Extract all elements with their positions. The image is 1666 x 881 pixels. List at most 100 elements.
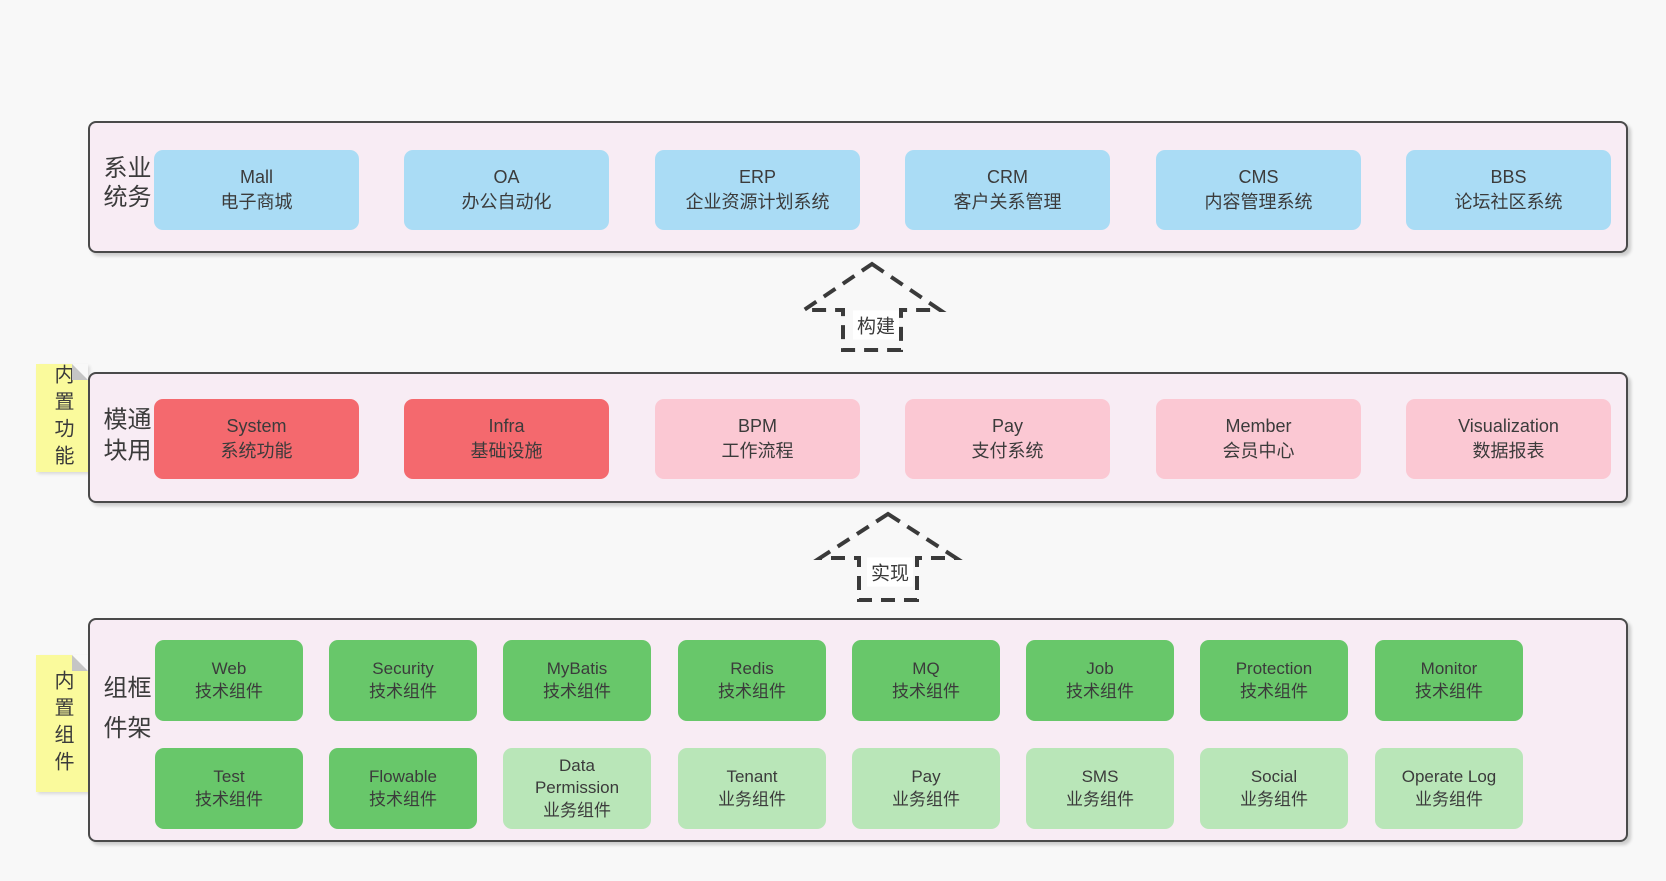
- box-zh-label: 业务组件: [1240, 789, 1308, 809]
- box-security: Security 技术组件: [329, 640, 477, 721]
- band-framework-components: 框架组件 Web 技术组件 Security 技术组件 MyBatis 技术组件…: [88, 618, 1628, 842]
- box-en-label: Tenant: [726, 767, 778, 787]
- sticky-label: 内置组件: [51, 669, 73, 778]
- box-sms: SMS 业务组件: [1026, 748, 1174, 829]
- box-en-label: BBS: [1490, 166, 1527, 187]
- box-member: Member 会员中心: [1156, 399, 1361, 479]
- box-en-label: System: [226, 415, 287, 436]
- box-monitor: Monitor 技术组件: [1375, 640, 1523, 721]
- box-en-label: MyBatis: [546, 659, 608, 679]
- box-redis: Redis 技术组件: [678, 640, 826, 721]
- box-en-label: Redis: [730, 659, 774, 679]
- box-zh-label: 技术组件: [1240, 681, 1308, 701]
- box-en-label: Visualization: [1458, 415, 1559, 436]
- box-flowable: Flowable 技术组件: [329, 748, 477, 829]
- box-en-label: Social: [1250, 767, 1298, 787]
- box-en-label: Member: [1225, 415, 1292, 436]
- box-bbs: BBS 论坛社区系统: [1406, 150, 1611, 230]
- sticky-built-in-features: 内置功能: [36, 364, 88, 472]
- box-zh-label: 技术组件: [892, 681, 960, 701]
- box-zh-label: 工作流程: [721, 441, 794, 461]
- box-pay-component: Pay 业务组件: [852, 748, 1000, 829]
- box-web: Web 技术组件: [155, 640, 303, 721]
- box-en-label: MQ: [912, 659, 940, 679]
- box-zh-label: 技术组件: [1066, 681, 1134, 701]
- box-zh-label: 技术组件: [369, 789, 437, 809]
- box-visualization: Visualization 数据报表: [1406, 399, 1611, 479]
- box-zh-label: 数据报表: [1472, 441, 1545, 461]
- band-business-systems: 业务系统 Mall 电子商城 OA 办公自动化 ERP 企业资源计划系统 CRM…: [88, 121, 1628, 253]
- box-erp: ERP 企业资源计划系统: [655, 150, 860, 230]
- box-en-label: Mall: [239, 166, 273, 187]
- box-cms: CMS 内容管理系统: [1156, 150, 1361, 230]
- box-zh-label: 电子商城: [220, 192, 293, 212]
- box-infra: Infra 基础设施: [404, 399, 609, 479]
- box-en-label: Security: [372, 659, 434, 679]
- box-zh-label: 技术组件: [718, 681, 786, 701]
- arrow-build-icon: [797, 261, 947, 352]
- sticky-label: 内置功能: [51, 364, 73, 472]
- box-en-label: Pay: [911, 767, 941, 787]
- box-mybatis: MyBatis 技术组件: [503, 640, 651, 721]
- arrow-implement-label: 实现: [866, 557, 914, 587]
- box-zh-label: 业务组件: [892, 789, 960, 809]
- arrow-implement-icon: [813, 511, 963, 602]
- box-zh-label: 论坛社区系统: [1454, 192, 1563, 212]
- box-en-label: Operate Log: [1401, 767, 1497, 787]
- box-en-label: CRM: [987, 166, 1028, 187]
- box-zh-label: 技术组件: [195, 681, 263, 701]
- box-data-permission: Data Permission 业务组件: [503, 748, 651, 829]
- band-label-framework-components: 框架组件: [99, 675, 150, 755]
- arrow-build: 构建: [790, 256, 954, 354]
- box-zh-label: 技术组件: [369, 681, 437, 701]
- arrow-implement: 实现: [806, 504, 970, 604]
- box-en-label: ERP: [738, 166, 776, 187]
- box-en-label: Pay: [991, 415, 1024, 436]
- box-en-label: Job: [1086, 659, 1114, 679]
- box-zh-label: 基础设施: [470, 441, 543, 461]
- box-en-label: SMS: [1081, 767, 1119, 787]
- box-zh-label: 技术组件: [195, 789, 263, 809]
- box-zh-label: 支付系统: [971, 441, 1044, 461]
- box-test: Test 技术组件: [155, 748, 303, 829]
- box-bpm: BPM 工作流程: [655, 399, 860, 479]
- band-label-business-systems: 业务系统: [99, 155, 150, 213]
- box-mall: Mall 电子商城: [154, 150, 359, 230]
- sticky-built-in-components: 内置组件: [36, 655, 88, 792]
- box-en-label: CMS: [1238, 166, 1279, 187]
- box-zh-label: 业务组件: [718, 789, 786, 809]
- box-zh-label: 内容管理系统: [1204, 192, 1313, 212]
- box-en-label: Web: [211, 659, 247, 679]
- box-en-label: Protection: [1235, 659, 1313, 679]
- box-en-label: Flowable: [368, 767, 438, 787]
- box-crm: CRM 客户关系管理: [905, 150, 1110, 230]
- arrow-build-label: 构建: [852, 310, 900, 340]
- box-tenant: Tenant 业务组件: [678, 748, 826, 829]
- box-zh-label: 业务组件: [1415, 789, 1483, 809]
- box-protection: Protection 技术组件: [1200, 640, 1348, 721]
- band-common-modules: 通用模块 System 系统功能 Infra 基础设施 BPM 工作流程 Pay…: [88, 372, 1628, 503]
- box-zh-label: 会员中心: [1222, 441, 1295, 461]
- box-zh-label: 办公自动化: [461, 192, 552, 212]
- box-social: Social 业务组件: [1200, 748, 1348, 829]
- box-en-label: Test: [213, 767, 245, 787]
- band-label-common-modules: 通用模块: [99, 405, 150, 468]
- box-operate-log: Operate Log 业务组件: [1375, 748, 1523, 829]
- box-zh-label: 企业资源计划系统: [685, 192, 830, 212]
- box-en-label: Infra: [488, 415, 525, 436]
- box-en-label: BPM: [737, 415, 777, 436]
- box-zh-label: 系统功能: [220, 441, 293, 461]
- box-oa: OA 办公自动化: [404, 150, 609, 230]
- box-zh-label: 技术组件: [1415, 681, 1483, 701]
- box-job: Job 技术组件: [1026, 640, 1174, 721]
- box-en-label: Monitor: [1420, 659, 1478, 679]
- box-zh-label: 客户关系管理: [953, 192, 1062, 212]
- box-mq: MQ 技术组件: [852, 640, 1000, 721]
- box-zh-label: 业务组件: [1066, 789, 1134, 809]
- box-system: System 系统功能: [154, 399, 359, 479]
- box-zh-label: 业务组件: [543, 800, 611, 820]
- box-en-label: Data Permission: [534, 755, 620, 798]
- box-zh-label: 技术组件: [543, 681, 611, 701]
- box-pay-module: Pay 支付系统: [905, 399, 1110, 479]
